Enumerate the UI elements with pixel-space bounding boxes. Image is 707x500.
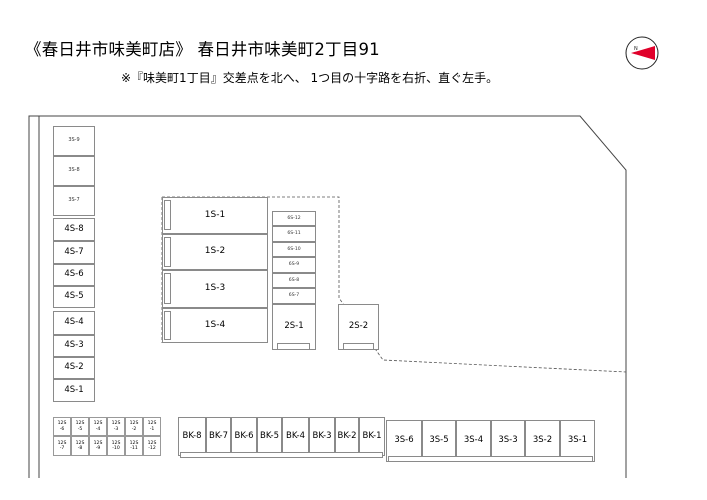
unit-3s-3[interactable]: 3S-3 bbox=[491, 420, 525, 462]
unit-2s-1[interactable]: 2S-1 bbox=[272, 304, 316, 350]
directions-note: ※『味美町1丁目』交差点を北へ、 1つ目の十字路を右折、直ぐ左手。 bbox=[121, 71, 499, 85]
unit-1s-1[interactable]: 1S-1 bbox=[162, 197, 268, 234]
unit-4s-7[interactable]: 4S-7 bbox=[53, 241, 95, 264]
unit-3s-1[interactable]: 3S-1 bbox=[560, 420, 595, 462]
unit-1s-2[interactable]: 1S-2 bbox=[162, 234, 268, 270]
unit-1s-3-door bbox=[164, 273, 171, 304]
unit-6s-9[interactable]: 6S-9 bbox=[272, 257, 316, 273]
unit-12s-11[interactable]: 12S -11 bbox=[125, 436, 143, 456]
unit-3s-7[interactable]: 3S-7 bbox=[53, 186, 95, 216]
unit-12s-1[interactable]: 12S -1 bbox=[143, 417, 161, 436]
unit-3s-9[interactable]: 3S-9 bbox=[53, 126, 95, 156]
bk-row-doors bbox=[180, 452, 383, 458]
unit-6s-8[interactable]: 6S-8 bbox=[272, 273, 316, 288]
unit-bk-4[interactable]: BK-4 bbox=[282, 417, 309, 456]
unit-1s-4[interactable]: 1S-4 bbox=[162, 308, 268, 343]
unit-bk-3[interactable]: BK-3 bbox=[309, 417, 335, 456]
unit-4s-3[interactable]: 4S-3 bbox=[53, 335, 95, 357]
unit-4s-4[interactable]: 4S-4 bbox=[53, 311, 95, 335]
unit-6s-10[interactable]: 6S-10 bbox=[272, 242, 316, 257]
unit-4s-1[interactable]: 4S-1 bbox=[53, 379, 95, 402]
unit-4s-6[interactable]: 4S-6 bbox=[53, 264, 95, 286]
unit-bk-7[interactable]: BK-7 bbox=[206, 417, 231, 456]
unit-bk-8[interactable]: BK-8 bbox=[178, 417, 206, 456]
unit-4s-8[interactable]: 4S-8 bbox=[53, 218, 95, 241]
unit-4s-2[interactable]: 4S-2 bbox=[53, 357, 95, 379]
unit-12s-5[interactable]: 12S -5 bbox=[71, 417, 89, 436]
unit-bk-2[interactable]: BK-2 bbox=[335, 417, 359, 456]
unit-2s-2-door bbox=[343, 343, 374, 350]
3s-row-doors bbox=[388, 456, 593, 462]
site-boundary-left bbox=[28, 115, 627, 478]
unit-bk-6[interactable]: BK-6 bbox=[231, 417, 257, 456]
unit-12s-8[interactable]: 12S -8 bbox=[71, 436, 89, 456]
unit-6s-7[interactable]: 6S-7 bbox=[272, 288, 316, 304]
unit-12s-3[interactable]: 12S -3 bbox=[107, 417, 125, 436]
unit-3s-8[interactable]: 3S-8 bbox=[53, 156, 95, 186]
unit-1s-3[interactable]: 1S-3 bbox=[162, 270, 268, 308]
page-title: 《春日井市味美町店》 春日井市味美町2丁目91 bbox=[25, 40, 380, 59]
unit-1s-1-door bbox=[164, 200, 171, 230]
unit-2s-2[interactable]: 2S-2 bbox=[338, 304, 379, 350]
unit-6s-11[interactable]: 6S-11 bbox=[272, 226, 316, 242]
dashed-boundary bbox=[162, 196, 627, 373]
unit-12s-6[interactable]: 12S -6 bbox=[53, 417, 71, 436]
unit-12s-7[interactable]: 12S -7 bbox=[53, 436, 71, 456]
unit-3s-2[interactable]: 3S-2 bbox=[525, 420, 560, 462]
unit-12s-12[interactable]: 12S -12 bbox=[143, 436, 161, 456]
unit-bk-1[interactable]: BK-1 bbox=[359, 417, 385, 456]
unit-12s-10[interactable]: 12S -10 bbox=[107, 436, 125, 456]
unit-4s-5[interactable]: 4S-5 bbox=[53, 286, 95, 308]
unit-1s-2-door bbox=[164, 237, 171, 267]
unit-12s-4[interactable]: 12S -4 bbox=[89, 417, 107, 436]
unit-6s-12[interactable]: 6S-12 bbox=[272, 211, 316, 226]
north-arrow-icon: N bbox=[625, 36, 659, 70]
unit-bk-5[interactable]: BK-5 bbox=[257, 417, 282, 456]
svg-text:N: N bbox=[634, 46, 638, 52]
unit-2s-1-door bbox=[277, 343, 310, 350]
unit-12s-9[interactable]: 12S -9 bbox=[89, 436, 107, 456]
unit-3s-4[interactable]: 3S-4 bbox=[456, 420, 491, 462]
unit-3s-5[interactable]: 3S-5 bbox=[422, 420, 456, 462]
unit-1s-4-door bbox=[164, 311, 171, 340]
unit-12s-2[interactable]: 12S -2 bbox=[125, 417, 143, 436]
